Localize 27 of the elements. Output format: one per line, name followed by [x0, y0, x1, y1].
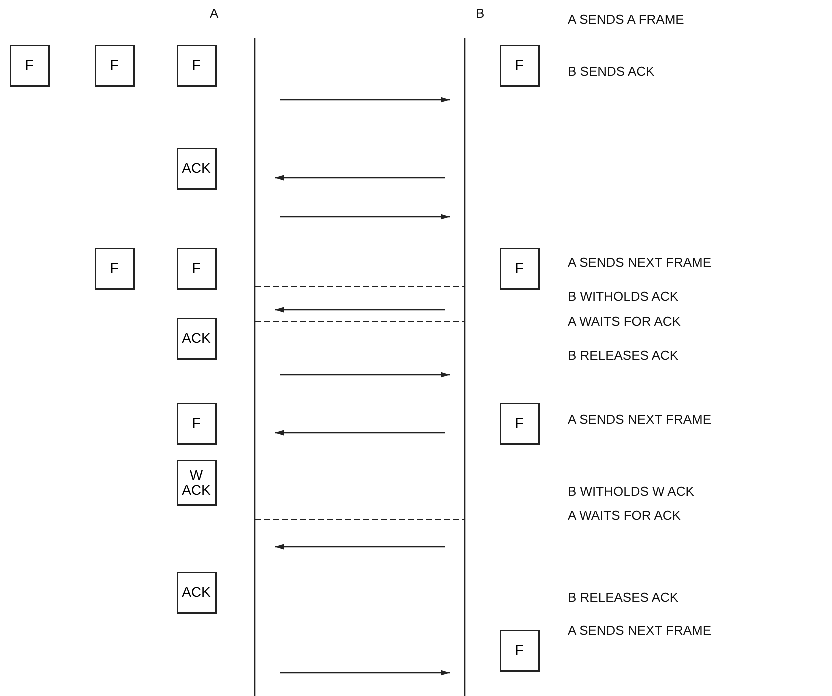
ack-box: ACK: [177, 148, 217, 190]
frame-box: F: [177, 45, 217, 87]
frame-box: F: [500, 248, 540, 290]
frame-box: F: [95, 45, 135, 87]
step-note: A WAITS FOR ACK: [568, 314, 682, 329]
frame-box: F: [95, 248, 135, 290]
step-note: A SENDS NEXT FRAME: [568, 255, 713, 270]
frame-box: F: [10, 45, 50, 87]
frame-box: F: [500, 45, 540, 87]
step-note: A WAITS FOR ACK: [568, 508, 682, 523]
step-note: B SENDS ACK: [568, 64, 656, 79]
step-note: B RELEASES ACK: [568, 348, 680, 363]
ack-box: W ACK: [177, 460, 217, 506]
step-note: A SENDS A FRAME: [568, 12, 686, 27]
step-note: A SENDS NEXT FRAME: [568, 412, 713, 427]
step-note: B WITHOLDS ACK: [568, 289, 680, 304]
ack-box: ACK: [177, 318, 217, 360]
frame-box: F: [177, 403, 217, 445]
column-heading: A: [210, 6, 219, 21]
frame-box: F: [500, 403, 540, 445]
step-note: A SENDS NEXT FRAME: [568, 623, 713, 638]
column-heading: B: [476, 6, 485, 21]
frame-box: F: [500, 630, 540, 672]
frame-box: F: [177, 248, 217, 290]
step-note: B RELEASES ACK: [568, 590, 680, 605]
step-note: B WITHOLDS W ACK: [568, 484, 696, 499]
ack-box: ACK: [177, 572, 217, 614]
